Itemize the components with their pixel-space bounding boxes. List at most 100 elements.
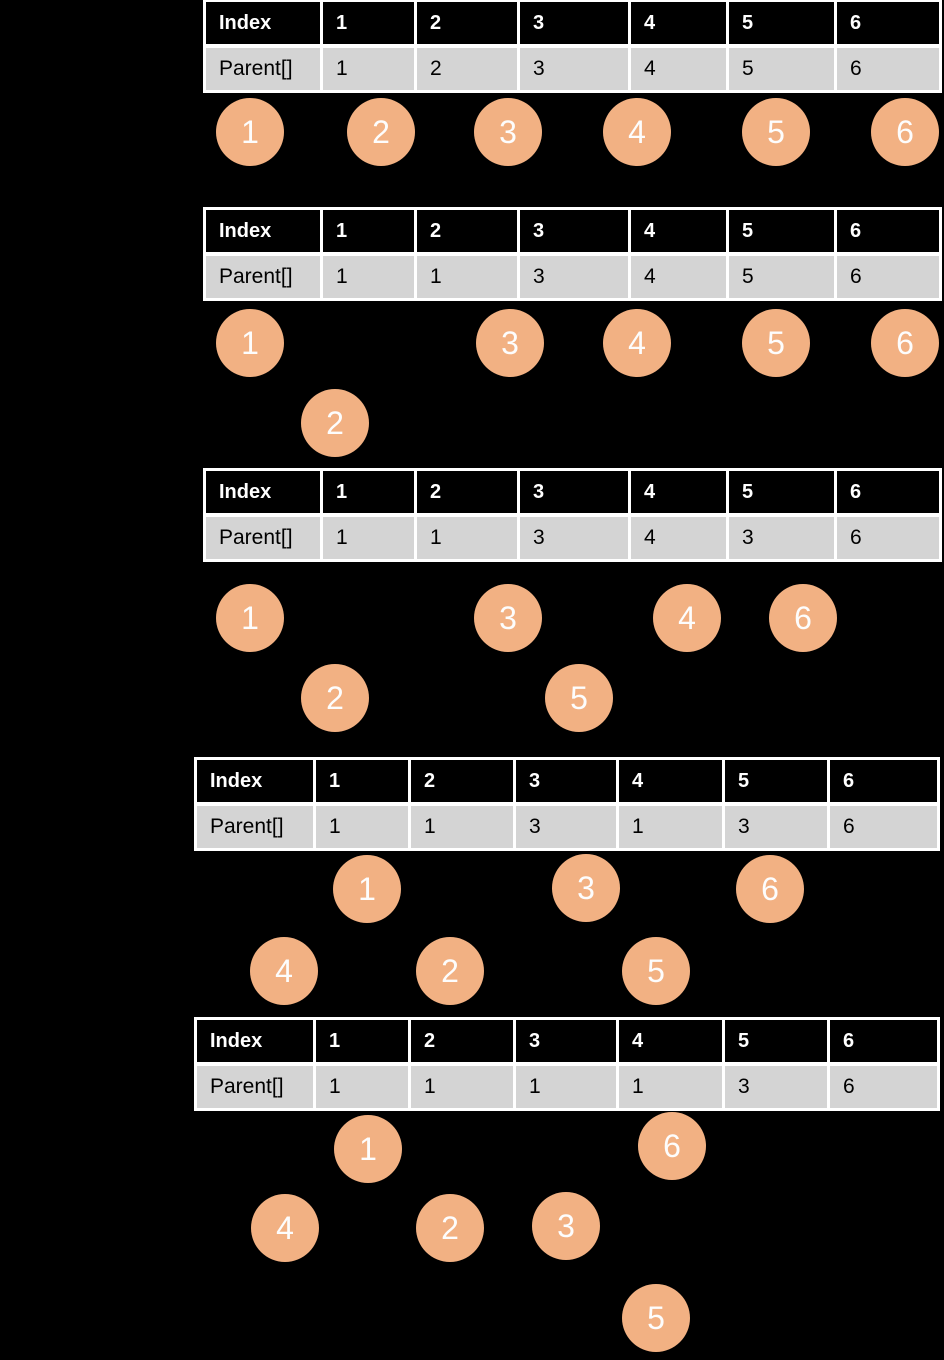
index-header-cell-1: 1 xyxy=(316,1020,408,1062)
parent-value-cell: 3 xyxy=(729,517,834,559)
parent-value-cell: 6 xyxy=(837,48,939,90)
parent-value-cell: 4 xyxy=(631,48,726,90)
parent-value-cell: 1 xyxy=(323,48,414,90)
parent-row-label: Parent[] xyxy=(206,517,320,559)
tree-node-stage-3-4: 4 xyxy=(653,584,721,652)
tree-node-stage-1-3: 3 xyxy=(474,98,542,166)
parent-value-cell: 3 xyxy=(520,48,628,90)
index-header-cell-4: 4 xyxy=(631,210,726,252)
tree-node-label: 4 xyxy=(276,1209,294,1246)
tree-node-stage-1-2: 2 xyxy=(347,98,415,166)
index-header-cell-2: 2 xyxy=(417,210,517,252)
parent-value-cell: 1 xyxy=(323,517,414,559)
tree-node-label: 1 xyxy=(241,324,259,361)
tree-node-label: 2 xyxy=(441,1209,459,1246)
index-header-cell-2: 2 xyxy=(411,760,513,802)
tree-node-label: 2 xyxy=(326,404,344,441)
index-header-cell-4: 4 xyxy=(631,471,726,513)
parent-value-cell: 3 xyxy=(520,517,628,559)
index-header-cell-5: 5 xyxy=(729,471,834,513)
parent-value-cell: 1 xyxy=(516,1066,616,1108)
tree-node-stage-1-5: 5 xyxy=(742,98,810,166)
index-header-cell-3: 3 xyxy=(516,760,616,802)
parent-value-cell: 6 xyxy=(830,1066,937,1108)
index-header-cell-1: 1 xyxy=(316,760,408,802)
index-header-cell-4: 4 xyxy=(619,760,722,802)
tree-node-stage-5-2: 2 xyxy=(416,1194,484,1262)
index-header-cell-3: 3 xyxy=(520,210,628,252)
tree-node-stage-2-2: 2 xyxy=(301,389,369,457)
index-header-cell-5: 5 xyxy=(725,760,827,802)
tree-node-label: 4 xyxy=(628,324,646,361)
index-header-cell-4: 4 xyxy=(619,1020,722,1062)
index-header-cell-6: 6 xyxy=(837,2,939,44)
tree-node-label: 1 xyxy=(241,113,259,150)
tree-node-label: 6 xyxy=(896,324,914,361)
tree-node-label: 2 xyxy=(372,113,390,150)
tree-node-label: 3 xyxy=(499,113,517,150)
tree-node-label: 2 xyxy=(441,952,459,989)
index-header-cell-3: 3 xyxy=(516,1020,616,1062)
tree-node-label: 6 xyxy=(896,113,914,150)
tree-node-stage-2-5: 5 xyxy=(742,309,810,377)
tree-node-label: 1 xyxy=(359,1130,377,1167)
parent-value-cell: 4 xyxy=(631,256,726,298)
parent-row-label: Parent[] xyxy=(197,806,313,848)
tree-node-label: 6 xyxy=(794,599,812,636)
parent-value-cell: 3 xyxy=(520,256,628,298)
parent-value-cell: 1 xyxy=(411,1066,513,1108)
tree-node-label: 1 xyxy=(241,599,259,636)
index-header-cell: Index xyxy=(197,1020,313,1062)
parent-value-cell: 6 xyxy=(837,256,939,298)
parent-row-label: Parent[] xyxy=(206,256,320,298)
parent-value-cell: 6 xyxy=(830,806,937,848)
parent-value-cell: 5 xyxy=(729,256,834,298)
parent-value-cell: 1 xyxy=(619,806,722,848)
parent-value-cell: 4 xyxy=(631,517,726,559)
parent-row-label: Parent[] xyxy=(206,48,320,90)
index-header-cell-5: 5 xyxy=(725,1020,827,1062)
parent-value-cell: 5 xyxy=(729,48,834,90)
tree-node-label: 3 xyxy=(557,1207,575,1244)
tree-node-stage-5-1: 1 xyxy=(334,1115,402,1183)
tree-node-stage-1-1: 1 xyxy=(216,98,284,166)
tree-node-stage-2-1: 1 xyxy=(216,309,284,377)
tree-node-label: 4 xyxy=(628,113,646,150)
tree-node-label: 5 xyxy=(647,1299,665,1336)
tree-node-label: 6 xyxy=(761,870,779,907)
parent-value-cell: 1 xyxy=(417,256,517,298)
tree-node-label: 3 xyxy=(501,324,519,361)
index-header-cell-4: 4 xyxy=(631,2,726,44)
tree-node-stage-4-3: 3 xyxy=(552,854,620,922)
tree-node-label: 4 xyxy=(275,952,293,989)
index-header-cell-1: 1 xyxy=(323,2,414,44)
index-header-cell-1: 1 xyxy=(323,471,414,513)
index-header-cell-3: 3 xyxy=(520,471,628,513)
parent-row-label: Parent[] xyxy=(197,1066,313,1108)
parent-value-cell: 3 xyxy=(516,806,616,848)
index-header-cell-3: 3 xyxy=(520,2,628,44)
index-header-cell-2: 2 xyxy=(411,1020,513,1062)
parent-value-cell: 1 xyxy=(316,1066,408,1108)
index-header-cell: Index xyxy=(206,2,320,44)
tree-node-stage-5-4: 4 xyxy=(251,1194,319,1262)
tree-node-stage-3-3: 3 xyxy=(474,584,542,652)
tree-node-label: 5 xyxy=(570,679,588,716)
parent-value-cell: 1 xyxy=(323,256,414,298)
tree-node-label: 1 xyxy=(358,870,376,907)
parent-value-cell: 3 xyxy=(725,806,827,848)
tree-node-stage-3-6: 6 xyxy=(769,584,837,652)
index-header-cell-6: 6 xyxy=(837,471,939,513)
tree-node-stage-2-6: 6 xyxy=(871,309,939,377)
tree-node-stage-5-3: 3 xyxy=(532,1192,600,1260)
tree-node-stage-4-4: 4 xyxy=(250,937,318,1005)
parent-value-cell: 1 xyxy=(619,1066,722,1108)
parent-value-cell: 3 xyxy=(725,1066,827,1108)
parent-value-cell: 6 xyxy=(837,517,939,559)
index-header-cell-1: 1 xyxy=(323,210,414,252)
tree-node-label: 5 xyxy=(647,952,665,989)
